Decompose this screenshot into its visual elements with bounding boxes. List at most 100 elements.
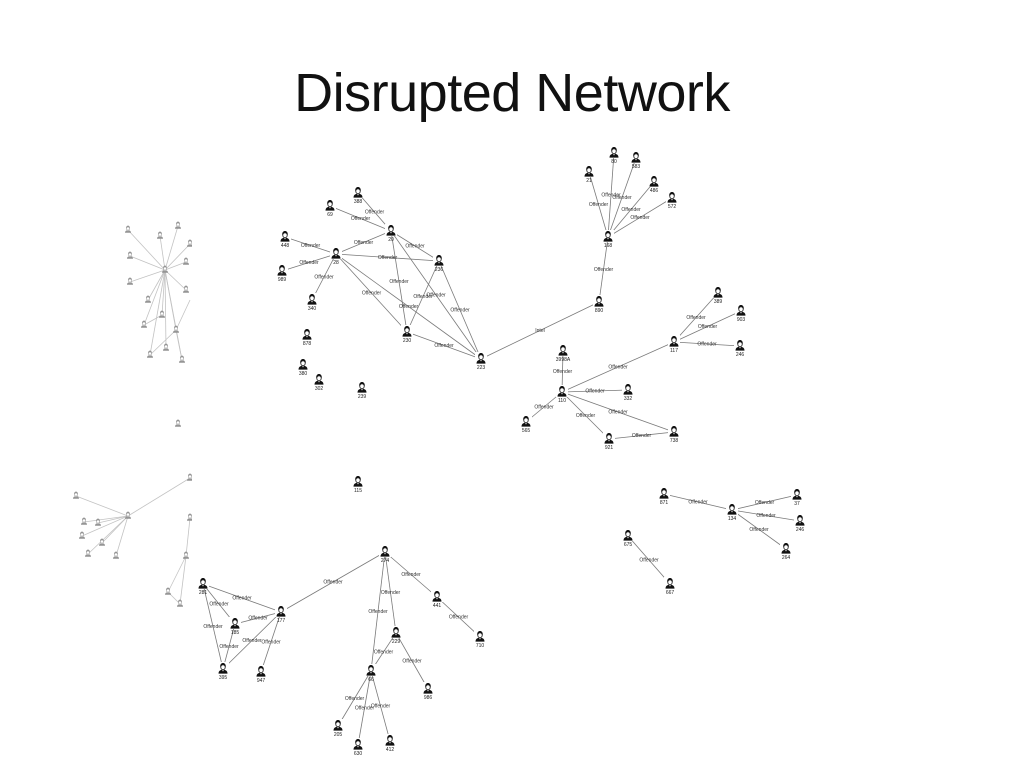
network-node[interactable]: 20 bbox=[385, 224, 397, 243]
node-label: 20 bbox=[388, 237, 394, 243]
network-node[interactable]: 230 bbox=[401, 325, 413, 344]
edge-label: Offender bbox=[698, 324, 718, 330]
network-node[interactable]: 989 bbox=[276, 264, 288, 283]
network-node[interactable]: 177 bbox=[275, 605, 287, 624]
network-edge bbox=[673, 292, 719, 343]
network-node[interactable]: 710 bbox=[474, 630, 486, 649]
network-node[interactable]: 871 bbox=[658, 487, 670, 506]
edge-label: Offender bbox=[449, 615, 469, 621]
network-edge bbox=[561, 391, 610, 440]
faded-edge bbox=[83, 515, 129, 523]
network-node[interactable]: 69 bbox=[324, 199, 336, 218]
edge-label: Offender bbox=[608, 410, 628, 416]
network-node[interactable]: 486 bbox=[648, 175, 660, 194]
network-node[interactable]: 412 bbox=[384, 734, 396, 753]
node-label: 448 bbox=[281, 243, 290, 249]
edge-label: Offender bbox=[345, 696, 365, 702]
network-node[interactable]: 168 bbox=[602, 230, 614, 249]
node-label: 185 bbox=[231, 630, 240, 636]
node-label: 583 bbox=[632, 164, 641, 170]
network-node[interactable]: 738 bbox=[668, 425, 680, 444]
edge-label: Offender bbox=[413, 294, 433, 300]
network-node[interactable]: 28 bbox=[330, 247, 342, 266]
network-edge bbox=[357, 670, 372, 746]
node-label: 441 bbox=[433, 603, 442, 609]
network-node[interactable]: 236 bbox=[433, 254, 445, 273]
network-node[interactable]: 921 bbox=[603, 432, 615, 451]
network-node[interactable]: 395 bbox=[217, 662, 229, 681]
edge-label: Offender bbox=[402, 659, 422, 665]
edge-label: Offender bbox=[434, 343, 454, 349]
network-node[interactable]: 565 bbox=[520, 415, 532, 434]
node-label: 388 bbox=[354, 199, 363, 205]
network-node[interactable]: 185 bbox=[229, 617, 241, 636]
node-label: 572 bbox=[668, 204, 677, 210]
network-node[interactable]: 229 bbox=[390, 626, 402, 645]
edge-label: Offender bbox=[585, 389, 605, 395]
node-label: 947 bbox=[257, 678, 266, 684]
faded-person-icon bbox=[158, 310, 166, 318]
network-node[interactable]: 675 bbox=[622, 529, 634, 548]
node-label: 630 bbox=[354, 751, 363, 757]
faded-person-icon bbox=[182, 285, 190, 293]
network-node[interactable]: 890 bbox=[593, 295, 605, 314]
node-label: 710 bbox=[476, 643, 485, 649]
faded-edge bbox=[164, 261, 187, 271]
network-node[interactable]: 117 bbox=[668, 335, 680, 354]
faded-edge bbox=[179, 555, 187, 605]
network-node[interactable]: 630 bbox=[352, 738, 364, 757]
network-node[interactable]: 441 bbox=[431, 590, 443, 609]
network-node[interactable]: 332 bbox=[622, 383, 634, 402]
network-node[interactable]: 667 bbox=[664, 577, 676, 596]
network-node[interactable]: 110 bbox=[556, 385, 568, 404]
network-node[interactable]: 389 bbox=[712, 286, 724, 305]
network-node[interactable]: 340 bbox=[306, 293, 318, 312]
network-node[interactable]: 448 bbox=[279, 230, 291, 249]
node-label: 274 bbox=[381, 558, 390, 564]
network-node[interactable]: 583 bbox=[630, 151, 642, 170]
network-node[interactable]: 388 bbox=[352, 186, 364, 205]
network-node[interactable]: 878 bbox=[301, 328, 313, 347]
network-node[interactable]: 380 bbox=[297, 358, 309, 377]
network-edge bbox=[335, 230, 392, 255]
network-node[interactable]: 246 bbox=[734, 339, 746, 358]
crop-mask bbox=[192, 210, 254, 650]
network-node[interactable]: 66 bbox=[365, 664, 377, 683]
network-node[interactable]: 246 bbox=[794, 514, 806, 533]
network-node[interactable]: 205 bbox=[332, 719, 344, 738]
faded-person-icon bbox=[84, 549, 92, 557]
node-label: 264 bbox=[782, 555, 791, 561]
network-node[interactable]: 37 bbox=[791, 488, 803, 507]
network-node[interactable]: 115 bbox=[352, 475, 364, 494]
network-node[interactable]: 80 bbox=[608, 146, 620, 165]
node-label: 738 bbox=[670, 438, 679, 444]
network-node[interactable]: 302 bbox=[313, 373, 325, 392]
edge-label: Offender bbox=[355, 706, 375, 712]
faded-edge bbox=[164, 269, 167, 349]
network-node[interactable]: 3998A bbox=[556, 344, 571, 363]
node-label: 565 bbox=[522, 428, 531, 434]
network-node[interactable]: 223 bbox=[475, 352, 487, 371]
edge-label: Offender bbox=[354, 240, 374, 246]
edge-label: Offender bbox=[389, 279, 409, 285]
network-node[interactable]: 903 bbox=[735, 304, 747, 323]
network-edge bbox=[607, 181, 655, 238]
faded-edge bbox=[115, 515, 129, 557]
network-node[interactable]: 239 bbox=[356, 381, 368, 400]
network-node[interactable]: 21 bbox=[583, 165, 595, 184]
network-edge bbox=[561, 341, 675, 393]
faded-edge bbox=[149, 269, 166, 356]
edge-label: Offender bbox=[362, 291, 382, 297]
faded-person-icon bbox=[172, 325, 180, 333]
network-node[interactable]: 264 bbox=[780, 542, 792, 561]
network-node[interactable]: 134 bbox=[726, 503, 738, 522]
network-node[interactable]: 281 bbox=[197, 577, 209, 596]
network-node[interactable]: 986 bbox=[422, 682, 434, 701]
network-edge bbox=[607, 152, 615, 238]
faded-edge bbox=[143, 314, 163, 326]
faded-edge bbox=[101, 515, 129, 544]
node-label: 986 bbox=[424, 695, 433, 701]
network-node[interactable]: 572 bbox=[666, 191, 678, 210]
network-node[interactable]: 947 bbox=[255, 665, 267, 684]
network-node[interactable]: 274 bbox=[379, 545, 391, 564]
